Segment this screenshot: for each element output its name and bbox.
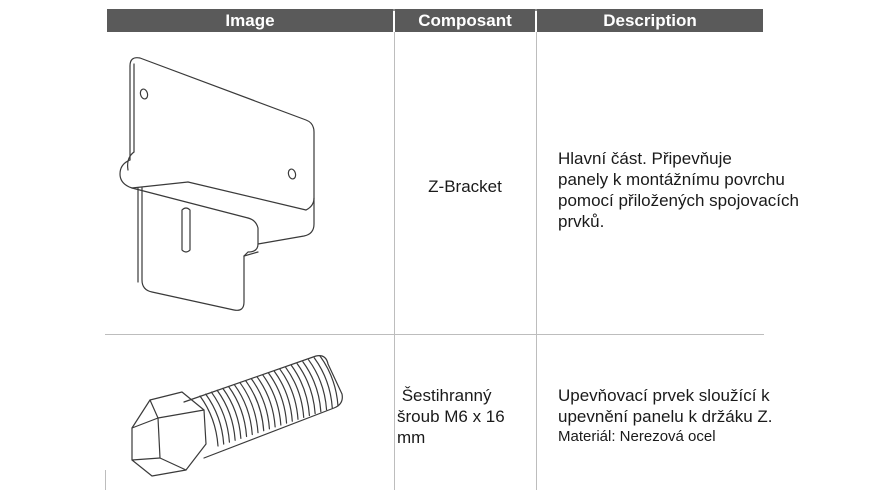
material-line: Materiál: Nerezová ocel xyxy=(558,428,716,445)
thread-line xyxy=(279,368,299,420)
thread-line xyxy=(273,370,293,422)
component-description: Upevňovací prvek sloužící k upevnění pan… xyxy=(558,385,858,447)
thread-line xyxy=(239,382,259,434)
component-name: Šestihranný šroub M6 x 16 mm xyxy=(397,385,537,448)
component-name: Z-Bracket xyxy=(428,177,502,196)
thread-line xyxy=(233,383,253,436)
thread-line xyxy=(302,361,322,413)
thread-line xyxy=(313,357,333,409)
column-divider xyxy=(105,470,106,490)
component-line: šroub M6 x 16 xyxy=(397,407,505,426)
thread-line xyxy=(262,374,282,426)
row-divider xyxy=(105,334,764,335)
hex-bolt-drawing-icon xyxy=(131,355,343,477)
thread-line xyxy=(256,376,276,428)
thread-line xyxy=(319,355,339,407)
thread-line xyxy=(285,366,305,419)
description-line: Hlavní část. Připevňuje xyxy=(558,149,732,168)
thread-line xyxy=(227,385,248,438)
column-divider xyxy=(394,32,395,490)
column-divider xyxy=(536,32,537,490)
thread-line xyxy=(250,378,271,430)
header-composant: Composant xyxy=(395,9,535,32)
header-image: Image xyxy=(107,9,393,32)
thread-line xyxy=(205,393,225,445)
thread-lines xyxy=(199,355,339,447)
thread-line xyxy=(210,391,231,443)
thread-line xyxy=(245,380,265,432)
thread-line xyxy=(267,372,288,424)
thread-line xyxy=(199,395,219,447)
description-line: upevnění panelu k držáku Z. xyxy=(558,407,773,426)
header-description: Description xyxy=(537,9,763,32)
description-line: pomocí přiložených spojovacích xyxy=(558,191,799,210)
component-description: Hlavní část. Připevňuje panely k montážn… xyxy=(558,148,858,232)
z-bracket-drawing-icon xyxy=(119,57,315,311)
description-line: Upevňovací prvek sloužící k xyxy=(558,386,770,405)
description-line: prvků. xyxy=(558,212,605,231)
thread-line xyxy=(290,364,311,417)
description-line: panely k montážnímu povrchu xyxy=(558,170,785,189)
thread-line xyxy=(296,363,316,415)
thread-line xyxy=(222,387,242,439)
thread-line xyxy=(307,359,328,411)
component-line: Šestihranný xyxy=(397,386,492,405)
component-line: mm xyxy=(397,428,426,447)
thread-line xyxy=(216,389,236,441)
